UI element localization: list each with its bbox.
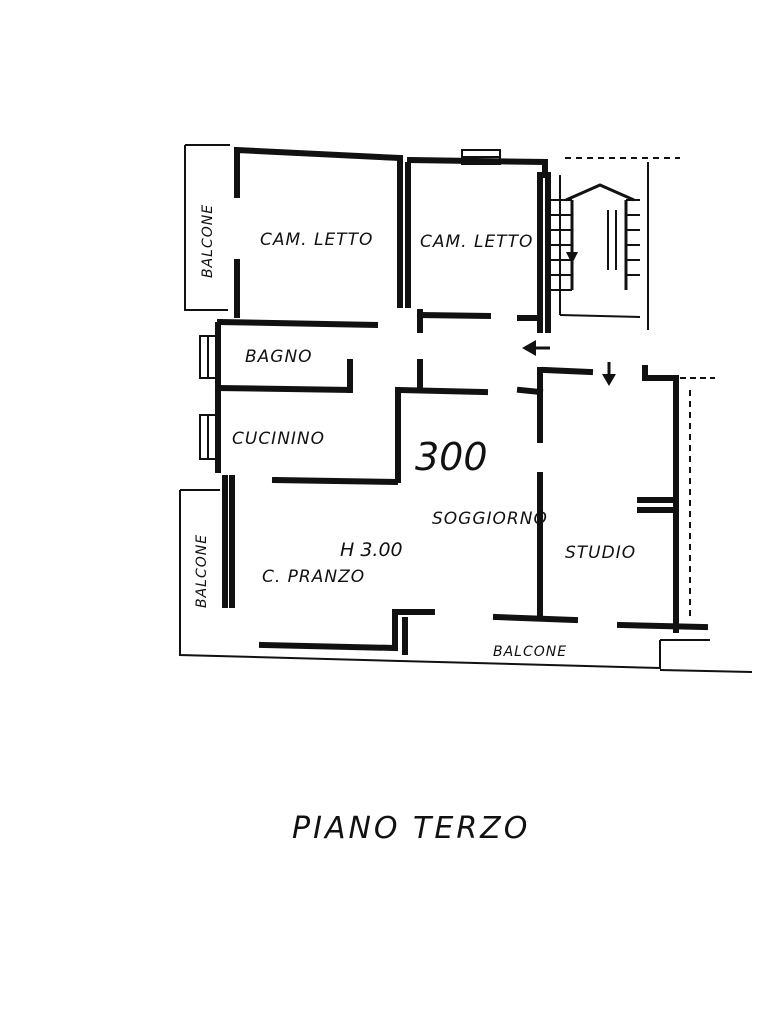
stairs-icon: [550, 162, 649, 330]
room-label-camera-2: CAM. LETTO: [420, 232, 533, 252]
room-label-studio: STUDIO: [565, 543, 636, 563]
balcone-label-bottom: BALCONE: [493, 644, 567, 660]
walls: [214, 146, 709, 655]
balcone-label-left-top: BALCONE: [200, 204, 216, 278]
room-label-soggiorno: SOGGIORNO: [432, 509, 548, 529]
room-label-cucinino: CUCININO: [232, 429, 325, 449]
floor-title: PIANO TERZO: [292, 811, 530, 846]
arrow-down-icon: [602, 362, 616, 386]
balcone-label-left-bottom: BALCONE: [194, 534, 210, 608]
arrow-left-icon: [522, 340, 550, 356]
room-label-pranzo: C. PRANZO: [262, 567, 365, 587]
outer-outline: [179, 144, 753, 673]
handwritten-note: 300: [415, 435, 488, 479]
ceiling-height-label: H 3.00: [340, 539, 403, 561]
windows: [199, 149, 501, 460]
room-label-bagno: BAGNO: [245, 347, 313, 367]
room-label-camera-1: CAM. LETTO: [260, 230, 373, 250]
